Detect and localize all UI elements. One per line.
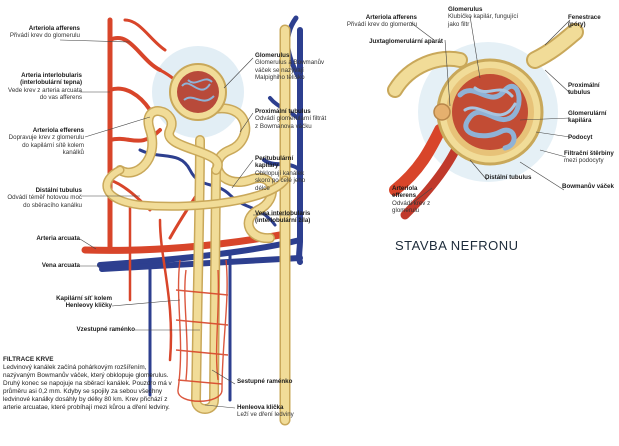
label-arteriola-efferens-left: Arteriola efferens Dopravuje krev z glom…	[2, 127, 84, 157]
label-desc: Odvádí téměř hotovou moč do sběracího ka…	[7, 194, 82, 209]
label-title: Arteriola efferens	[32, 127, 84, 134]
label-title: Proximální tubulus	[255, 108, 311, 115]
label-desc: Leží ve dření ledviny	[237, 411, 294, 419]
label-title: Bowmanův váček	[562, 183, 614, 190]
label-juxtaglomerularni: Juxtaglomerulární aparát	[345, 38, 443, 45]
label-sestupne-rameno: Sestupné raménko	[237, 378, 297, 385]
label-desc: mezi podocyty	[564, 157, 604, 165]
label-title: Arteria arcuata	[36, 235, 80, 242]
label-distalni-tubulus-left: Distální tubulus Odvádí téměř hotovou mo…	[2, 187, 82, 209]
label-vena-arcuata: Vena arcuata	[2, 262, 80, 269]
label-title: Peritubulární kapiláry	[255, 155, 294, 170]
label-title: Kapilární síť kolem Henleovy kličky	[56, 295, 112, 310]
label-desc: Klubíčko kapilár, fungující jako filtr	[448, 13, 519, 28]
label-glomerulus-right: Glomerulus Klubíčko kapilár, fungující j…	[448, 6, 530, 28]
label-title: Vzestupné raménko	[76, 326, 135, 333]
tubule	[102, 24, 291, 426]
label-filtracni-sterbiny: Filtrační štěrbiny mezi podocyty	[564, 150, 619, 165]
label-podocyt: Podocyt	[568, 134, 618, 141]
label-title: Arteriola afferens	[365, 14, 417, 21]
label-title: Fenestrace (póry)	[568, 14, 601, 29]
label-arteria-interlobularis: Arteria interlobularis (interlobulární t…	[2, 72, 82, 102]
label-desc: Přivádí krev do glomerulu	[346, 21, 417, 29]
label-peritubularni-kapilary: Peritubulární kapiláry Obklopují kanálek…	[255, 155, 315, 192]
label-title: Distální tubulus	[35, 187, 82, 194]
label-title: Distální tubulus	[485, 174, 532, 181]
right-detail	[387, 23, 584, 220]
label-desc: Vede krev z arteria arcuata do vas affer…	[8, 86, 82, 102]
label-glomerularni-kapilara: Glomerulární kapilára	[568, 110, 618, 125]
filtrace-info: FILTRACE KRVE Ledvinový kanálek začíná p…	[3, 356, 173, 412]
peritubular-capillaries	[175, 259, 229, 402]
label-arteriola-afferens-left: Arteriola afferens Přivádí krev do glome…	[2, 25, 80, 40]
label-title: Sestupné raménko	[237, 378, 293, 385]
label-glomerulus-mid: Glomerulus Glomerulus a Bowmanův váček s…	[255, 52, 325, 82]
label-title: Filtrační štěrbiny	[564, 150, 614, 157]
label-vena-interlobularis: Vena interlobularis (interlobulární žíla…	[255, 210, 325, 225]
leader-lines	[59, 15, 571, 409]
label-desc: Dopravuje krev z glomerulu do kapilární …	[8, 134, 84, 157]
label-title: Henleova klička	[237, 404, 284, 411]
label-desc: Obklopují kanálek skoro po celé jeho dél…	[255, 169, 306, 192]
label-title: Vena arcuata	[41, 262, 80, 269]
label-kapilarni-sit: Kapilární síť kolem Henleovy kličky	[28, 295, 112, 310]
label-desc: Odvádí glomerulární filtrát z Bowmanova …	[255, 115, 327, 130]
label-desc: Glomerulus a Bowmanův váček se nazývají …	[255, 59, 325, 82]
diagram-title: STAVBA NEFRONU	[395, 238, 519, 253]
vein-network	[97, 15, 303, 402]
label-title: Juxtaglomerulární aparát	[369, 38, 443, 45]
label-desc: Přivádí krev do glomerulu	[9, 32, 80, 40]
label-title: Glomerulus	[448, 6, 483, 13]
label-bowmanuv-vacek: Bowmanův váček	[562, 183, 617, 190]
label-title: Glomerulus	[255, 52, 290, 59]
label-title: Podocyt	[568, 134, 593, 141]
left-glomerulus	[169, 63, 227, 121]
label-title: Arteria interlobularis (interlobulární t…	[20, 72, 82, 87]
label-proximalni-tubulus-right: Proximální tubulus	[568, 82, 618, 97]
label-arteriola-efferens-right: Arteriola efferens Odvádí krev z glomeru…	[392, 185, 442, 215]
label-vzestupne-rameno: Vzestupné raménko	[40, 326, 135, 333]
label-arteriola-afferens-right: Arteriola afferens Přivádí krev do glome…	[335, 14, 417, 29]
label-fenestrace: Fenestrace (póry)	[568, 14, 618, 29]
label-title: Arteriola efferens	[392, 185, 418, 200]
label-title: Arteriola afferens	[28, 25, 80, 32]
label-arteria-arcuata: Arteria arcuata	[2, 235, 80, 242]
label-henleova-klicka: Henleova klička Leží ve dření ledviny	[237, 404, 307, 419]
label-desc: Odvádí krev z glomerulu	[392, 199, 431, 215]
label-proximalni-tubulus-mid: Proximální tubulus Odvádí glomerulární f…	[255, 108, 327, 130]
filtrace-title: FILTRACE KRVE	[3, 356, 54, 363]
filtrace-text: Ledvinový kanálek začíná pohárkovým rozš…	[3, 364, 172, 411]
label-title: Glomerulární kapilára	[568, 110, 607, 125]
label-distalni-tubulus-right: Distální tubulus	[485, 174, 535, 181]
label-title: Proximální tubulus	[568, 82, 600, 97]
label-title: Vena interlobularis (interlobulární žíla…	[255, 210, 311, 225]
